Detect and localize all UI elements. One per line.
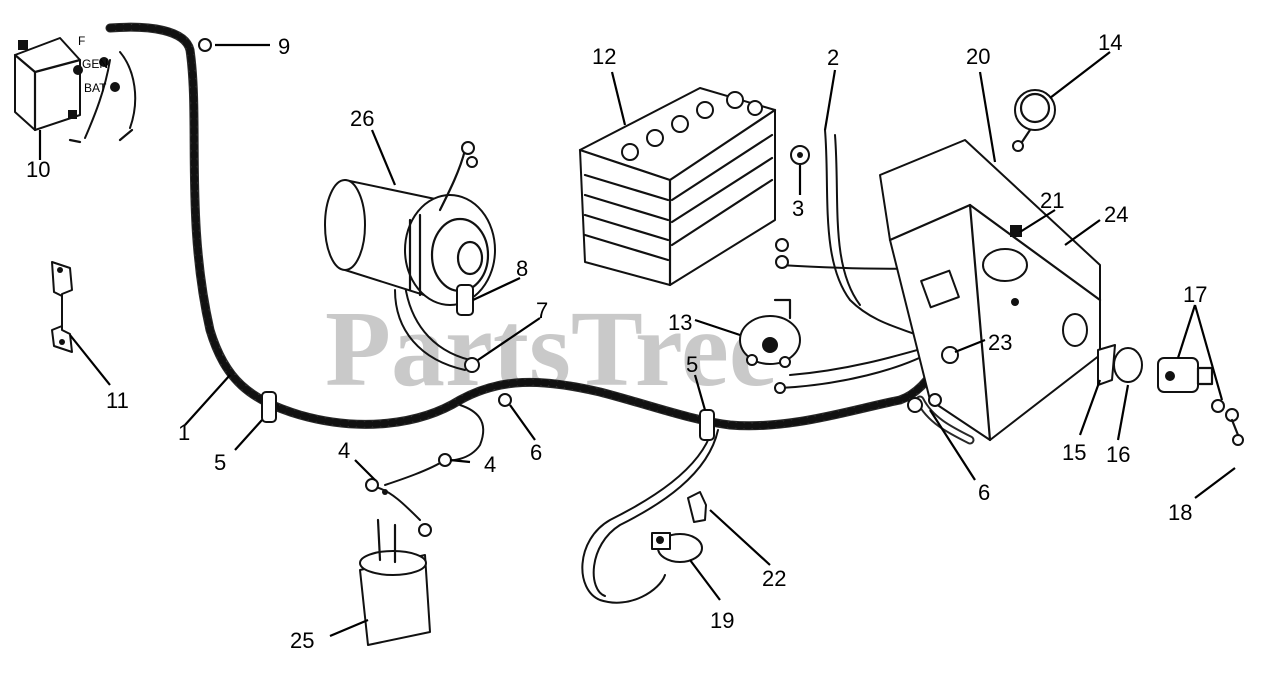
callout-4a: 4 <box>338 438 350 463</box>
callout-20: 20 <box>966 44 990 69</box>
callout-2: 2 <box>827 45 839 70</box>
regulator-terminal-gen: GEN <box>82 57 108 71</box>
regulator-terminal-f: F <box>78 34 85 48</box>
condenser <box>359 478 432 646</box>
callout-13: 13 <box>668 310 692 335</box>
callout-22: 22 <box>762 566 786 591</box>
battery <box>578 87 777 287</box>
callout-6a: 6 <box>530 440 542 465</box>
callout-26: 26 <box>350 106 374 131</box>
callout-7: 7 <box>536 298 548 323</box>
callout-18: 18 <box>1168 500 1192 525</box>
callout-12: 12 <box>592 44 616 69</box>
callout-17: 17 <box>1183 282 1207 307</box>
callout-labels: 1 2 3 4 4 5 5 6 6 7 8 9 10 11 12 13 14 1… <box>26 30 1207 653</box>
starter-solenoid <box>739 298 801 394</box>
callout-5b: 5 <box>686 352 698 377</box>
callout-23: 23 <box>988 330 1012 355</box>
callout-16: 16 <box>1106 442 1130 467</box>
leader-lines <box>38 43 1236 638</box>
callout-6b: 6 <box>978 480 990 505</box>
wiring-harness <box>105 22 975 445</box>
watermark: PartsTree <box>325 290 777 409</box>
wire-lead <box>581 429 713 604</box>
callout-9: 9 <box>278 34 290 59</box>
bracket <box>51 261 73 353</box>
callout-19: 19 <box>710 608 734 633</box>
harness-clips <box>198 38 942 467</box>
battery-terminal-clamp <box>775 145 810 269</box>
ammeter-gauge <box>1012 89 1056 152</box>
callout-25: 25 <box>290 628 314 653</box>
voltage-regulator: F GEN BAT <box>13 34 134 144</box>
callout-8: 8 <box>516 256 528 281</box>
callout-5a: 5 <box>214 450 226 475</box>
callout-14: 14 <box>1098 30 1122 55</box>
callout-3: 3 <box>792 196 804 221</box>
starter-generator <box>324 141 496 306</box>
regulator-terminal-bat: BAT <box>84 81 107 95</box>
callout-24: 24 <box>1104 202 1128 227</box>
callout-21: 21 <box>1040 188 1064 213</box>
callout-15: 15 <box>1062 440 1086 465</box>
callout-1: 1 <box>178 420 190 445</box>
ignition-key-switch <box>651 532 703 563</box>
callout-4b: 4 <box>484 452 496 477</box>
callout-10: 10 <box>26 157 50 182</box>
callout-11: 11 <box>106 388 129 413</box>
mounting-clip <box>687 491 707 523</box>
light-switch-assembly <box>1097 344 1244 446</box>
